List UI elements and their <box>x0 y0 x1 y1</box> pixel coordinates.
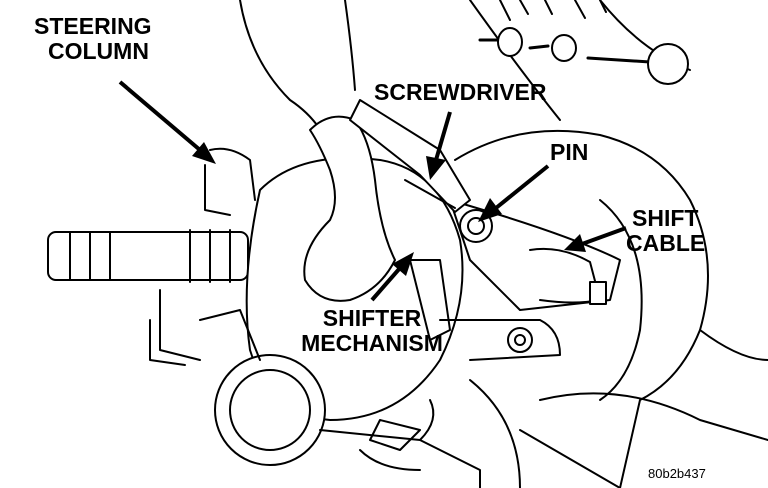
label-pin-text: PIN <box>550 139 589 165</box>
arrow-screwdriver <box>426 111 452 180</box>
label-steering-column-line-1: STEERING <box>34 13 152 39</box>
gauge-dial <box>469 0 691 121</box>
label-shifter-mechanism-line-2: MECHANISM <box>301 330 443 356</box>
label-shift-cable: SHIFT CABLE <box>626 206 705 256</box>
label-shifter-mechanism-line-1: SHIFTER <box>322 305 422 331</box>
arrow-shifter-mechanism <box>370 252 414 302</box>
label-screwdriver: SCREWDRIVER <box>374 80 547 105</box>
shift-cable-end <box>529 247 607 305</box>
steering-column-shaft <box>47 0 356 366</box>
linkage-arm <box>439 199 621 361</box>
figure-code: 80b2b437 <box>648 466 706 481</box>
arrow-steering-column <box>118 80 216 164</box>
label-shift-cable-line-2: CABLE <box>626 230 706 256</box>
dashboard-panel <box>454 129 768 488</box>
label-pin: PIN <box>550 140 588 165</box>
leader-arrows <box>118 80 627 302</box>
label-steering-column-line-2: COLUMN <box>48 38 149 64</box>
arrow-pin <box>478 164 550 222</box>
arrow-shift-cable <box>564 226 627 252</box>
lower-housing <box>199 309 481 488</box>
label-shifter-mechanism: SHIFTER MECHANISM <box>282 306 462 356</box>
label-screwdriver-text: SCREWDRIVER <box>374 79 547 105</box>
label-steering-column: STEERING COLUMN <box>34 14 152 64</box>
label-shift-cable-line-1: SHIFT <box>632 205 699 231</box>
shifter-body <box>245 115 464 451</box>
